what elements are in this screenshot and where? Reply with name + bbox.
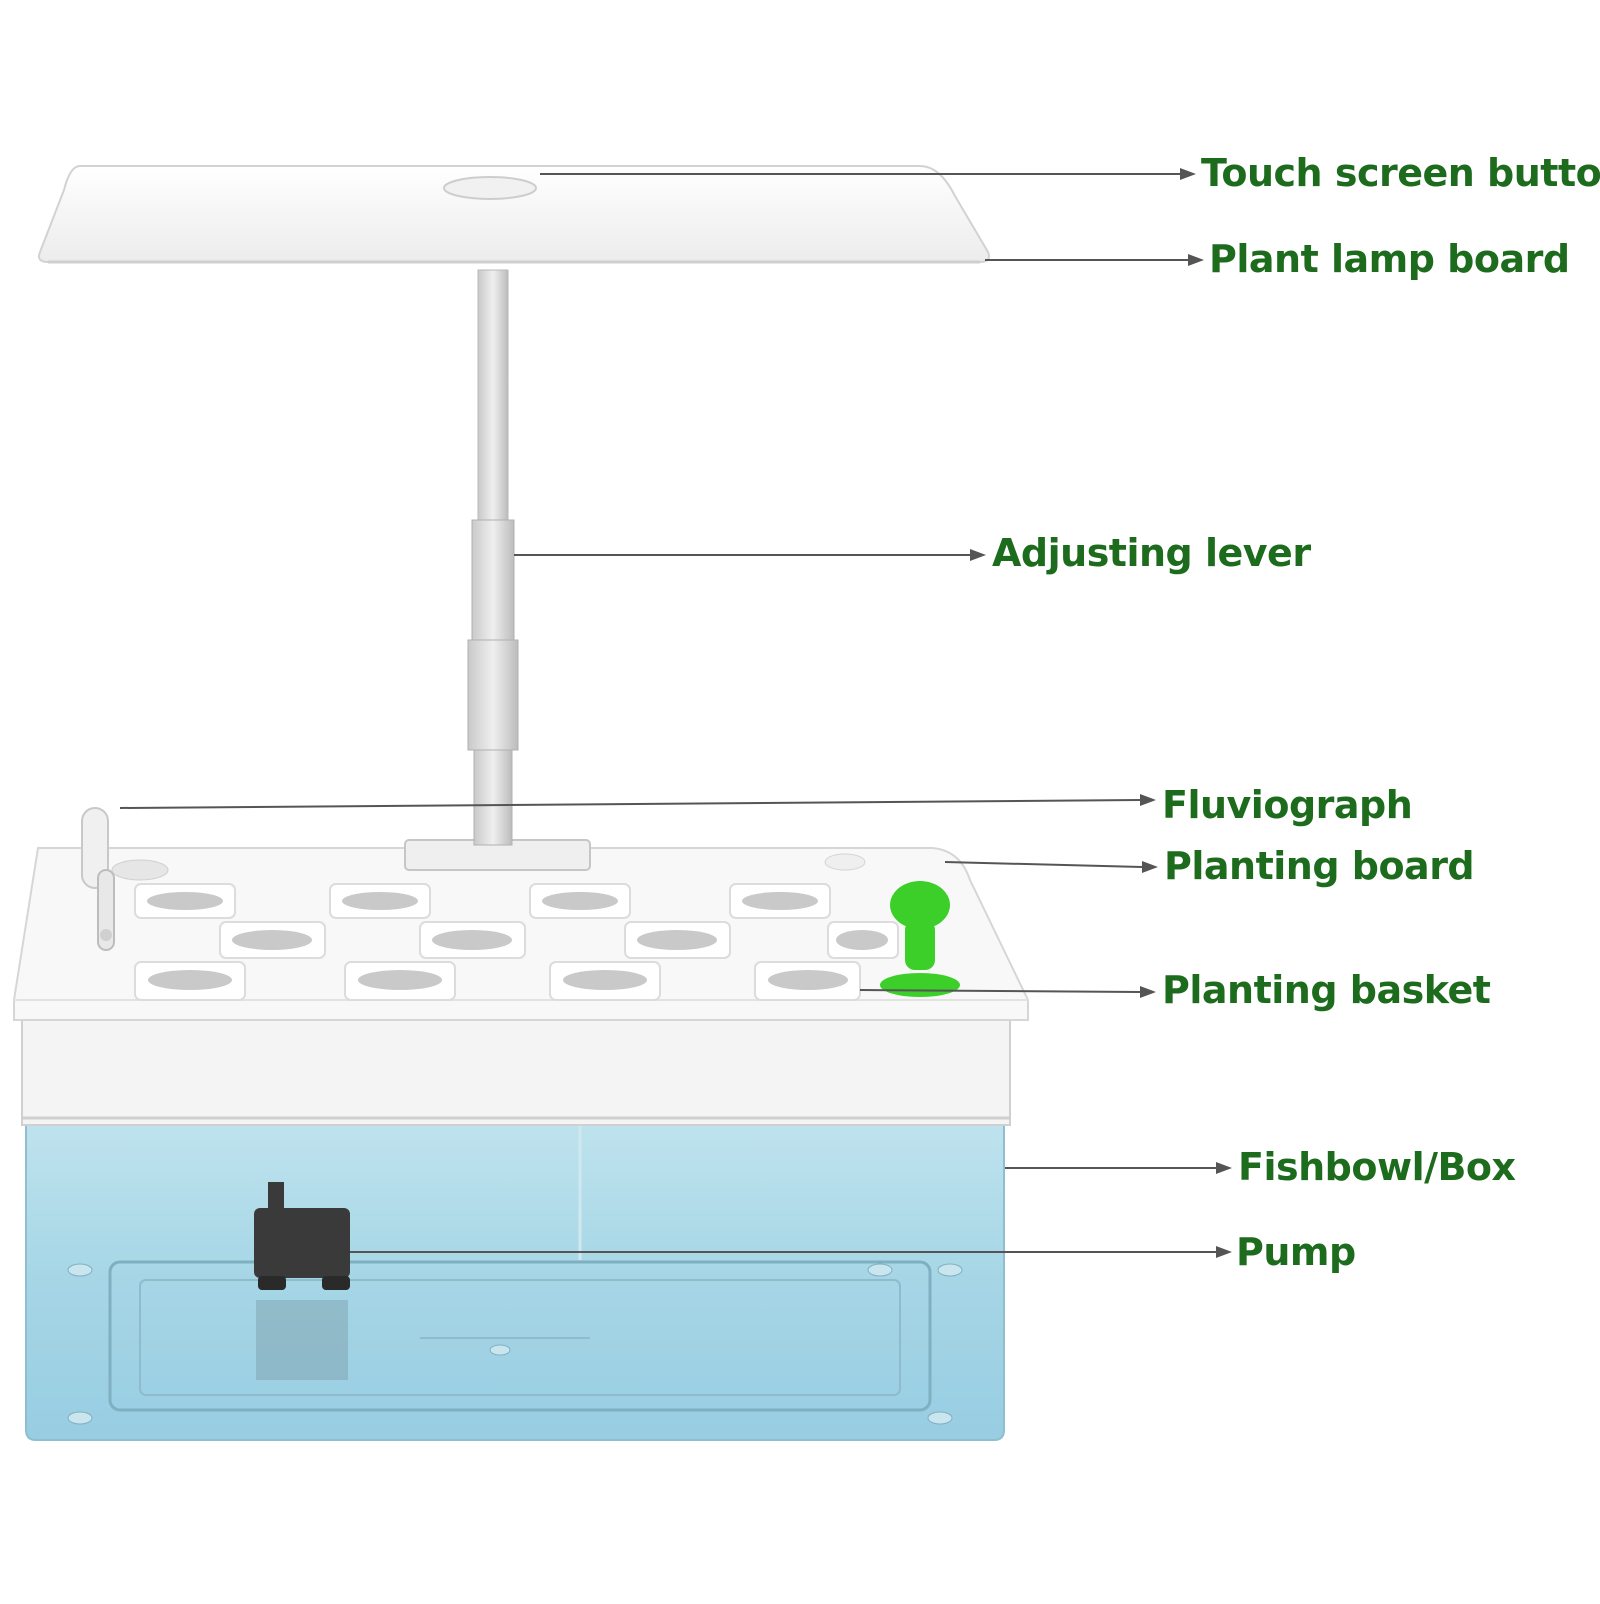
label-adjusting-lever: Adjusting lever (992, 531, 1311, 575)
label-planting-board: Planting board (1164, 844, 1475, 888)
label-planting-basket: Planting basket (1162, 968, 1491, 1012)
pump (254, 1182, 350, 1380)
adjusting-lever (404, 269, 591, 871)
label-plant-lamp-board: Plant lamp board (1209, 237, 1570, 281)
fishbowl-box (25, 1117, 1005, 1441)
touch-screen-button (443, 176, 537, 200)
basket-inner (147, 892, 888, 990)
plant-lamp-board (38, 165, 990, 264)
label-fluviograph: Fluviograph (1162, 783, 1413, 827)
label-fishbowl-box: Fishbowl/Box (1238, 1145, 1516, 1189)
fluviograph (81, 807, 115, 951)
leader-lines (119, 168, 1232, 1258)
label-pump: Pump (1236, 1230, 1356, 1274)
label-touch-screen-button: Touch screen button (1201, 151, 1600, 195)
